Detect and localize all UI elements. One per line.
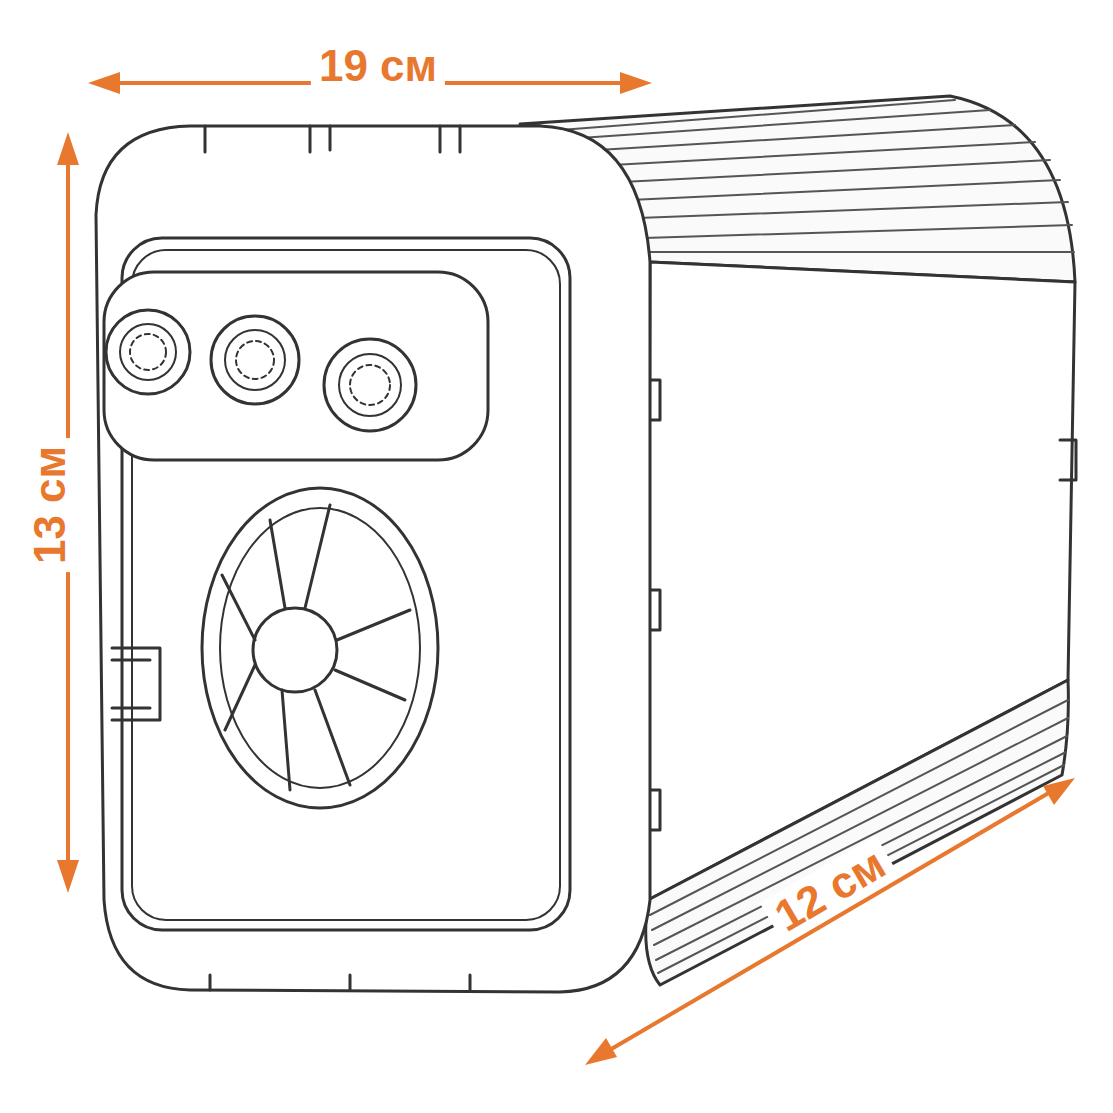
box-drawing [96,96,1076,992]
dimension-label: 19 см [311,42,445,90]
dimension-label: 13 см [26,438,74,572]
dimension-arrows [57,72,1075,1065]
porthole-wheel [202,488,438,808]
knob [106,310,416,431]
